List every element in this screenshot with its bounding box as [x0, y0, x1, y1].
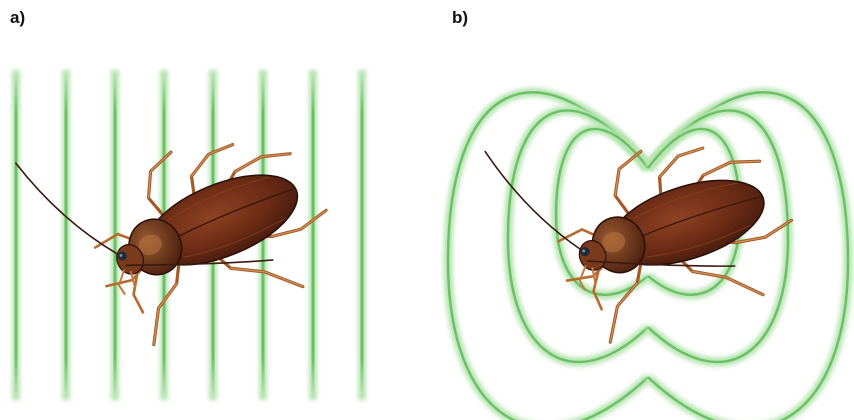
field-line [15, 75, 18, 395]
cockroach-icon [485, 68, 810, 363]
field-line [361, 75, 364, 395]
panel-a-scene [0, 0, 427, 420]
panel-a: a) [0, 0, 427, 420]
panel-b-scene [427, 0, 854, 420]
panel-b: b) [427, 0, 854, 420]
field-line [65, 75, 68, 395]
field-line [312, 75, 315, 395]
